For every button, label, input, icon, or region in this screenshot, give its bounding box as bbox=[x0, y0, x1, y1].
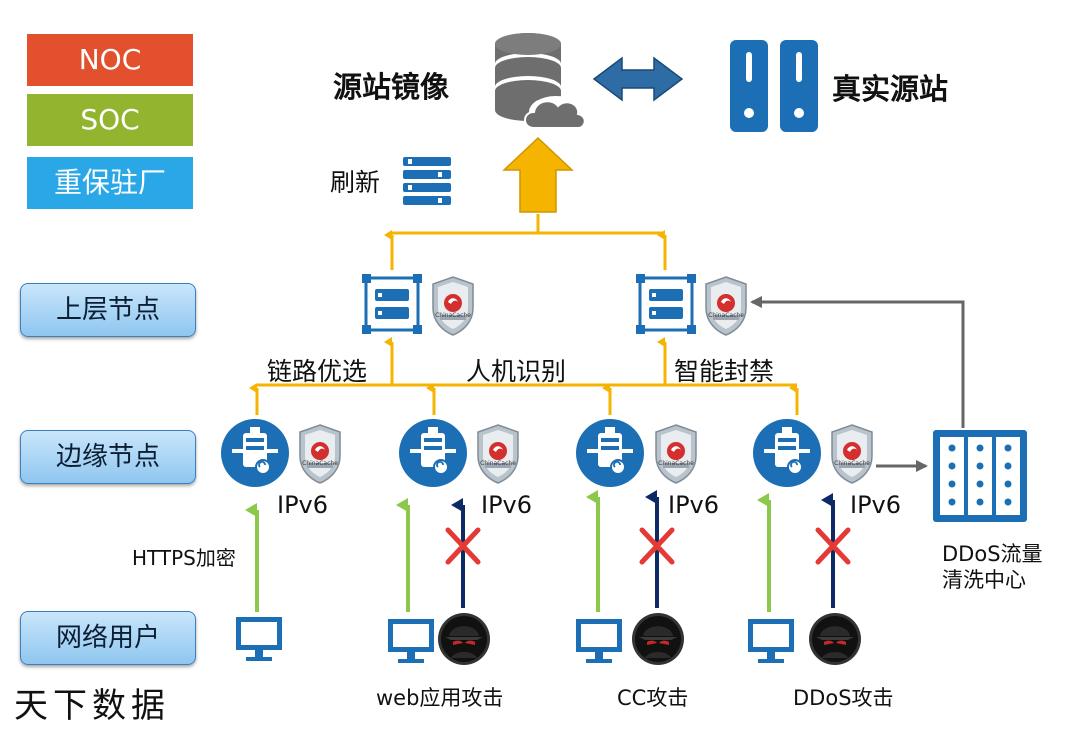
mirror-database-icon bbox=[495, 33, 586, 129]
user-traffic-arrows bbox=[245, 490, 771, 612]
feature-label-bot-detection: 人机识别 bbox=[466, 357, 567, 386]
hacker-icon bbox=[809, 613, 861, 665]
attack-label-ddos: DDoS攻击 bbox=[793, 686, 894, 710]
shield-brand-text: ChinaCache bbox=[834, 460, 870, 467]
user-monitor-icon bbox=[576, 619, 622, 663]
edge-node-server-icon bbox=[575, 418, 645, 488]
shield-brand-text: ChinaCache bbox=[480, 460, 516, 467]
security-shield-icon bbox=[299, 424, 341, 484]
ipv6-label: IPv6 bbox=[277, 491, 329, 519]
shield-brand-text: ChinaCache bbox=[708, 312, 744, 319]
hacker-icon bbox=[438, 613, 490, 665]
sync-double-arrow bbox=[592, 56, 684, 102]
refresh-cache-icon bbox=[403, 157, 451, 205]
upload-arrow-icon bbox=[502, 136, 574, 213]
security-shield-icon bbox=[831, 424, 873, 484]
ddos-routing-lines bbox=[750, 296, 965, 472]
legend-onsite: 重保驻厂 bbox=[27, 157, 193, 209]
ipv6-label: IPv6 bbox=[850, 491, 902, 519]
feature-label-smart-blocking: 智能封禁 bbox=[674, 357, 775, 386]
legend-soc: SOC bbox=[27, 94, 193, 146]
blocked-x-icon bbox=[445, 527, 851, 565]
ddos-center-label-line1: DDoS流量 bbox=[942, 542, 1043, 566]
ddos-scrubbing-center-icon bbox=[933, 430, 1027, 522]
security-shield-icon bbox=[655, 424, 697, 484]
user-monitor-icon bbox=[388, 619, 434, 663]
security-shield-icon bbox=[705, 276, 747, 336]
attack-label-cc: CC攻击 bbox=[617, 686, 689, 710]
refresh-label: 刷新 bbox=[330, 168, 381, 197]
shield-brand-text: ChinaCache bbox=[435, 312, 471, 319]
user-monitor-icon bbox=[748, 619, 794, 663]
origin-label: 真实源站 bbox=[832, 72, 949, 106]
security-shield-icon bbox=[432, 276, 474, 336]
user-monitor-icon bbox=[236, 617, 282, 661]
shield-brand-text: ChinaCache bbox=[658, 460, 694, 467]
tier-label-upper: 上层节点 bbox=[20, 283, 196, 337]
upper-links bbox=[249, 214, 799, 415]
legend-noc: NOC bbox=[27, 34, 193, 86]
mirror-label: 源站镜像 bbox=[333, 70, 450, 104]
origin-server-icon bbox=[730, 40, 818, 132]
tier-label-edge: 边缘节点 bbox=[20, 430, 196, 484]
upper-node-server-icon bbox=[636, 274, 696, 334]
upper-node-server-icon bbox=[362, 274, 422, 334]
ipv6-label: IPv6 bbox=[668, 491, 720, 519]
edge-node-server-icon bbox=[752, 418, 822, 488]
feature-label-link-optimization: 链路优选 bbox=[267, 357, 368, 386]
https-encryption-label: HTTPS加密 bbox=[132, 546, 236, 570]
attack-label-web: web应用攻击 bbox=[376, 686, 504, 710]
ipv6-label: IPv6 bbox=[481, 491, 533, 519]
edge-node-server-icon bbox=[398, 418, 468, 488]
shield-brand-text: ChinaCache bbox=[302, 460, 338, 467]
security-shield-icon bbox=[477, 424, 519, 484]
edge-node-server-icon bbox=[220, 418, 290, 488]
watermark: 天下数据 bbox=[14, 686, 170, 726]
ddos-center-label-line2: 清洗中心 bbox=[942, 568, 1026, 592]
hacker-icon bbox=[632, 613, 684, 665]
attack-traffic-arrows bbox=[451, 490, 835, 608]
tier-label-users: 网络用户 bbox=[20, 611, 196, 665]
